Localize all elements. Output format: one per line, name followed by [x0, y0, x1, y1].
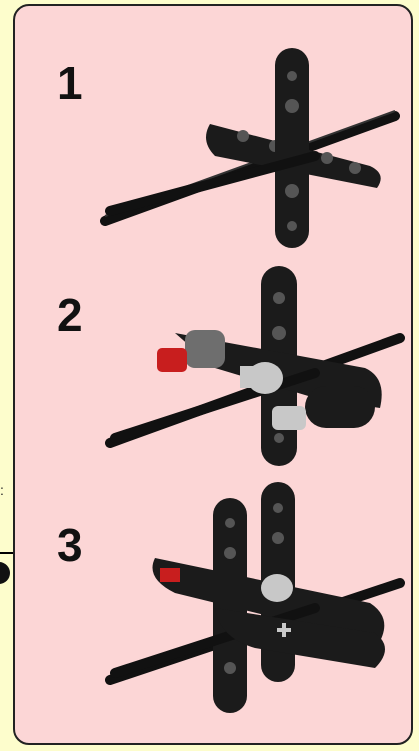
step-3-illustration: [15, 468, 413, 738]
step-2: 2: [15, 238, 413, 478]
step-1-illustration: [15, 6, 413, 256]
margin-divider: [0, 552, 14, 554]
step-1: 1: [15, 6, 413, 246]
step-3: 3: [15, 468, 413, 708]
step-2-illustration: [15, 238, 413, 488]
instruction-panel: 1 2: [13, 4, 413, 745]
margin-fragment: :: [0, 482, 4, 498]
